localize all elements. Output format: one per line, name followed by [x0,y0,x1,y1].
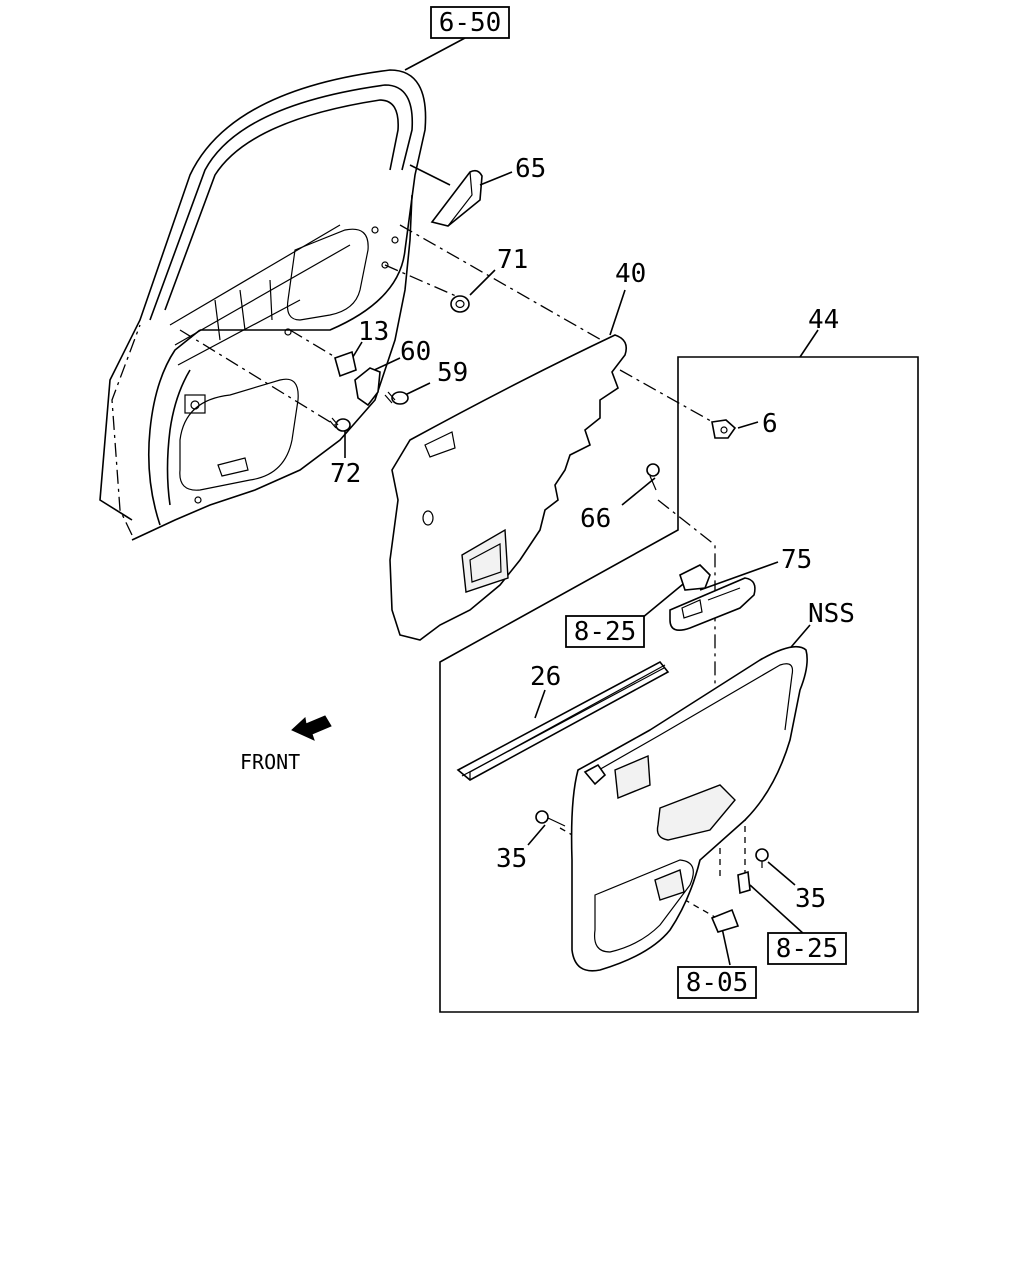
label-35-left: 35 [496,844,527,874]
door-trim-board [389,334,628,641]
screw-35-right [755,848,769,868]
screw-72 [329,417,351,432]
assembly-44-frame [439,356,919,1013]
label-72: 72 [330,459,361,489]
label-40: 40 [615,259,646,289]
clip-71 [450,295,470,313]
ref-8-25-bottom-text: 8-25 [776,934,839,964]
front-label: FRONT [240,750,300,774]
label-65: 65 [515,154,546,184]
label-60: 60 [400,337,431,367]
ref-box-8-05[interactable]: 8-05 [677,966,757,999]
screw-35-left [535,810,566,827]
label-44: 44 [808,305,839,335]
screw-66 [646,463,660,491]
bracket-60 [354,367,381,407]
clip-13 [334,350,357,378]
ref-box-8-25-top[interactable]: 8-25 [565,615,645,648]
window-switch-75 [669,564,756,631]
screw-8-25 [737,870,751,895]
label-59: 59 [437,358,468,388]
label-66: 66 [580,504,611,534]
ref-box-8-25-bottom[interactable]: 8-25 [767,932,847,965]
label-35-right: 35 [795,884,826,914]
door-trim-assembly-nss [570,645,808,972]
leader-lines [344,37,819,966]
ref-8-05-text: 8-05 [686,968,749,998]
clip-8-05 [710,908,740,933]
label-nss: NSS [808,599,855,629]
ref-box-6-50[interactable]: 6-50 [430,6,510,39]
label-71: 71 [497,245,528,275]
screw-59 [384,391,409,405]
label-6: 6 [762,409,778,439]
label-26: 26 [530,662,561,692]
front-arrow-icon [291,715,332,741]
door-shell [99,69,483,541]
ref-8-25-top-text: 8-25 [574,617,637,647]
label-75: 75 [781,545,812,575]
corner-garnish-part [430,169,483,227]
label-13: 13 [358,317,389,347]
ref-6-50-text: 6-50 [439,8,502,38]
clip-6 [711,419,737,439]
weatherstrip-26 [456,660,670,781]
